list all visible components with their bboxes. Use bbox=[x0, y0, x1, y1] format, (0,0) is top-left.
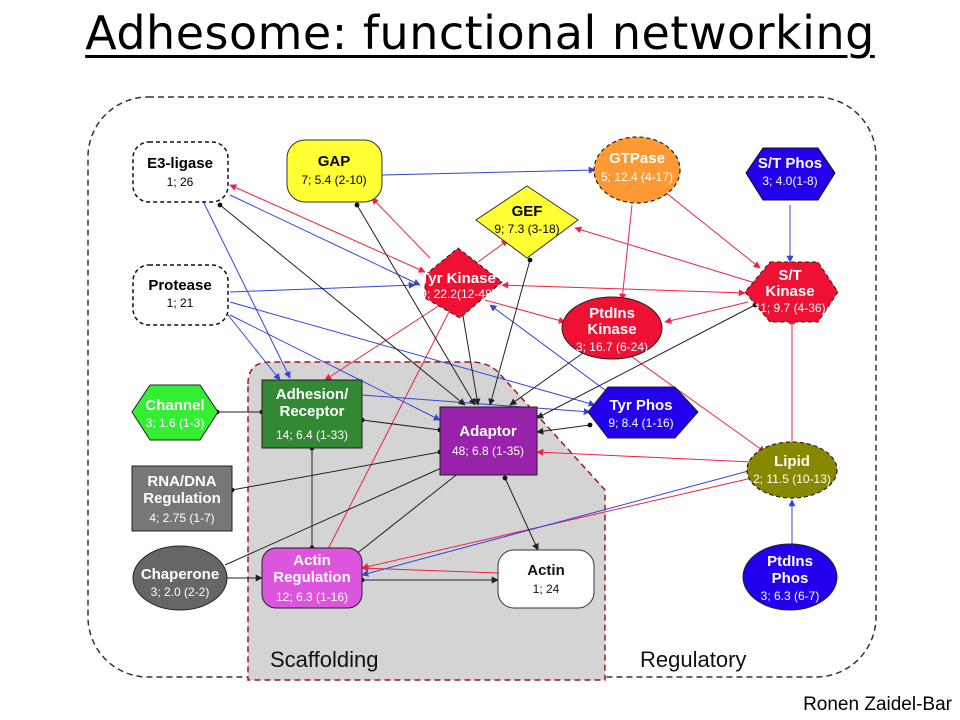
svg-text:Actin: Actin bbox=[293, 552, 331, 569]
edge-stkinase-adaptor bbox=[536, 302, 758, 419]
svg-text:5; 12.4 (4-17): 5; 12.4 (4-17) bbox=[601, 170, 673, 184]
edge-adaptor-actinreg bbox=[352, 469, 463, 558]
svg-text:1; 26: 1; 26 bbox=[167, 175, 194, 189]
svg-text:GTPase: GTPase bbox=[609, 150, 665, 167]
svg-text:4; 2.75 (1-7): 4; 2.75 (1-7) bbox=[149, 511, 214, 525]
edge-gap-adaptor bbox=[354, 202, 476, 406]
scaffolding-label: Scaffolding bbox=[270, 647, 378, 672]
edge-lipid-adaptor bbox=[536, 448, 753, 463]
edge-gap-tyrkinase bbox=[371, 197, 431, 259]
svg-text:Protease: Protease bbox=[148, 277, 211, 294]
svg-text:3; 2.0 (2-2): 3; 2.0 (2-2) bbox=[151, 585, 210, 599]
node-channel[interactable]: Channel 3; 1.6 (1-3) bbox=[131, 384, 219, 441]
svg-text:11; 9.7 (4-36): 11; 9.7 (4-36) bbox=[754, 301, 825, 315]
svg-text:Tyr Phos: Tyr Phos bbox=[609, 397, 672, 414]
svg-text:PtdIns: PtdIns bbox=[589, 305, 635, 322]
node-gap[interactable]: GAP 7; 5.4 (2-10) bbox=[286, 139, 383, 203]
slide-title: Adhesome: functional networking bbox=[85, 6, 875, 60]
svg-text:GEF: GEF bbox=[512, 203, 543, 220]
svg-text:Tyr Kinase: Tyr Kinase bbox=[420, 270, 496, 287]
svg-text:14; 6.4 (1-33): 14; 6.4 (1-33) bbox=[276, 428, 348, 442]
svg-text:Actin: Actin bbox=[527, 562, 565, 579]
edge-adaptor-actin bbox=[502, 475, 539, 551]
svg-text:Kinase: Kinase bbox=[587, 321, 636, 338]
edge-stkinase-ptdinskinase bbox=[664, 301, 749, 324]
svg-text:Kinase: Kinase bbox=[765, 283, 814, 300]
node-tyr-phos[interactable]: Tyr Phos 9; 8.4 (1-16) bbox=[587, 386, 699, 439]
edge-tyrkinase-ptdinskinase bbox=[484, 299, 566, 324]
node-actin-regulation[interactable]: Actin Regulation 12; 6.3 (1-16) bbox=[261, 547, 363, 609]
svg-text:RNA/DNA: RNA/DNA bbox=[147, 473, 216, 490]
edge-gtpase-stkinase bbox=[664, 191, 761, 269]
node-protease[interactable]: Protease 1; 21 bbox=[132, 264, 229, 326]
svg-text:S/T Phos: S/T Phos bbox=[758, 155, 822, 172]
node-gtpase[interactable]: GTPase 5; 12.4 (4-17) bbox=[593, 136, 681, 204]
edge-rna-adaptor bbox=[229, 449, 443, 493]
edge-tyrkinase-adaptor bbox=[459, 307, 481, 406]
node-actin[interactable]: Actin 1; 24 bbox=[497, 549, 595, 609]
node-tyr-kinase[interactable]: Tyr Kinase 9; 22.2(12-48) bbox=[415, 247, 505, 320]
svg-text:3; 4.0(1-8): 3; 4.0(1-8) bbox=[762, 174, 817, 188]
svg-text:9; 8.4 (1-16): 9; 8.4 (1-16) bbox=[608, 416, 673, 430]
node-st-kinase[interactable]: S/T Kinase 11; 9.7 (4-36) bbox=[744, 261, 839, 323]
svg-text:Adhesion/: Adhesion/ bbox=[276, 386, 349, 403]
node-ptdins-phos[interactable]: PtdIns Phos 3; 6.3 (6-7) bbox=[742, 543, 838, 611]
edge-e3-tyrkinase-b bbox=[229, 194, 421, 286]
node-adhesion-receptor[interactable]: Adhesion/ Receptor 14; 6.4 (1-33) bbox=[261, 379, 363, 449]
svg-text:48; 6.8 (1-35): 48; 6.8 (1-35) bbox=[452, 444, 524, 458]
edge-protease-adhesion bbox=[219, 304, 281, 381]
svg-text:Phos: Phos bbox=[772, 570, 809, 587]
edge-tyrphos-adaptor bbox=[536, 422, 593, 435]
svg-text:3; 16.7 (6-24): 3; 16.7 (6-24) bbox=[576, 340, 648, 354]
svg-text:9; 7.3 (3-18): 9; 7.3 (3-18) bbox=[494, 222, 559, 236]
edge-gap-gtpase bbox=[381, 166, 596, 176]
edge-tyrkinase-gef bbox=[477, 239, 509, 263]
node-e3-ligase[interactable]: E3-ligase 1; 26 bbox=[132, 141, 229, 203]
node-st-phos[interactable]: S/T Phos 3; 4.0(1-8) bbox=[745, 147, 836, 201]
svg-text:GAP: GAP bbox=[318, 153, 351, 170]
svg-text:E3-ligase: E3-ligase bbox=[147, 155, 213, 172]
edge-adhesion-adaptor bbox=[359, 417, 443, 433]
svg-text:Regulation: Regulation bbox=[143, 490, 221, 507]
author-credit: Ronen Zaidel-Bar bbox=[803, 694, 952, 715]
svg-text:Receptor: Receptor bbox=[279, 403, 344, 420]
node-gef[interactable]: GEF 9; 7.3 (3-18) bbox=[475, 185, 579, 259]
svg-text:3; 6.3 (6-7): 3; 6.3 (6-7) bbox=[761, 589, 820, 603]
svg-text:PtdIns: PtdIns bbox=[767, 553, 813, 570]
regulatory-label: Regulatory bbox=[640, 647, 746, 672]
svg-text:9; 22.2(12-48): 9; 22.2(12-48) bbox=[420, 287, 495, 301]
edge-gef-adaptor bbox=[488, 257, 533, 406]
node-rna-dna-regulation[interactable]: RNA/DNA Regulation 4; 2.75 (1-7) bbox=[131, 465, 233, 532]
svg-text:Adaptor: Adaptor bbox=[459, 423, 517, 440]
svg-text:2; 11.5 (10-13): 2; 11.5 (10-13) bbox=[753, 472, 831, 486]
network-edges bbox=[199, 166, 796, 584]
node-adaptor[interactable]: Adaptor 48; 6.8 (1-35) bbox=[439, 406, 538, 476]
edge-gtpase-ptdinskinase bbox=[619, 204, 633, 301]
svg-text:Channel: Channel bbox=[145, 397, 204, 414]
edge-stkinase-gef bbox=[574, 226, 753, 283]
svg-text:3; 1.6 (1-3): 3; 1.6 (1-3) bbox=[146, 416, 205, 430]
svg-text:1; 24: 1; 24 bbox=[533, 582, 560, 596]
svg-text:Lipid: Lipid bbox=[774, 453, 810, 470]
svg-text:Chaperone: Chaperone bbox=[141, 566, 219, 583]
svg-text:12; 6.3 (1-16): 12; 6.3 (1-16) bbox=[276, 590, 348, 604]
svg-text:7; 5.4 (2-10): 7; 5.4 (2-10) bbox=[301, 173, 366, 187]
node-chaperone[interactable]: Chaperone 3; 2.0 (2-2) bbox=[132, 545, 228, 611]
svg-text:S/T: S/T bbox=[778, 267, 801, 284]
svg-text:Regulation: Regulation bbox=[273, 569, 351, 586]
svg-text:1; 21: 1; 21 bbox=[167, 296, 194, 310]
edge-lipid-actinreg-b bbox=[361, 469, 753, 577]
node-lipid[interactable]: Lipid 2; 11.5 (10-13) bbox=[746, 441, 838, 499]
node-ptdins-kinase[interactable]: PtdIns Kinase 3; 16.7 (6-24) bbox=[561, 296, 663, 360]
